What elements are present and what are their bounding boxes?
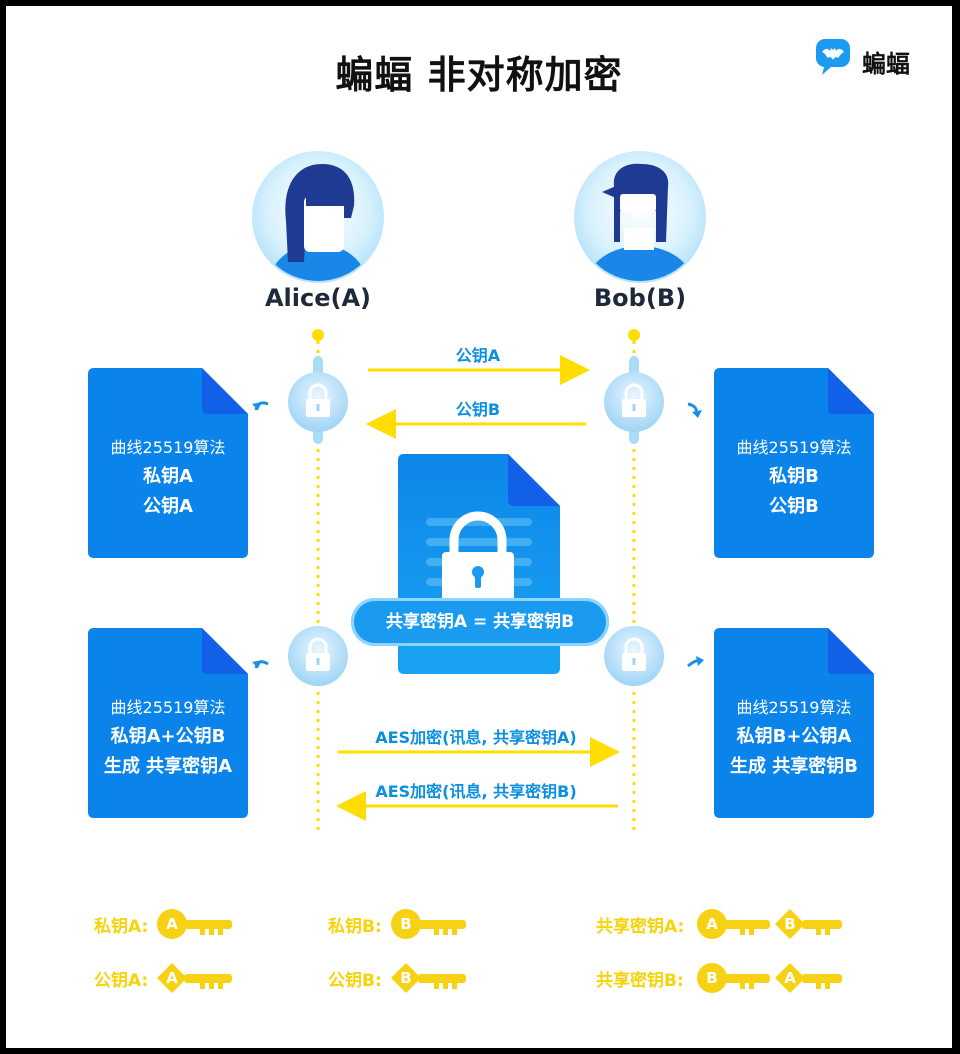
bob-lock-bottom-icon: [604, 626, 664, 686]
key-letter: B: [784, 915, 795, 933]
doc-alice-top-text: 曲线25519算法 私钥A 公钥A: [88, 368, 248, 558]
legend-private-b-label: 私钥B:: [328, 917, 382, 937]
label-public-key-a: 公钥A: [455, 346, 501, 365]
doc-line: 私钥B+公钥A: [736, 726, 852, 747]
alice-name: Alice(A): [264, 284, 372, 312]
diagram-canvas: 蝙蝠 非对称加密 蝙蝠: [6, 6, 952, 1048]
key-icon-shared-a: [697, 909, 842, 939]
key-letter: A: [166, 915, 178, 933]
bob-name: Bob(B): [593, 284, 687, 312]
legend-public-a-label: 公钥A:: [94, 971, 149, 991]
label-aes-a: AES加密(讯息, 共享密钥A): [375, 728, 577, 747]
key-letter: B: [400, 915, 411, 933]
key-icon-shared-b: [697, 963, 842, 993]
key-icon-public-a: [157, 963, 232, 993]
brand-name: 蝙蝠: [862, 50, 910, 78]
doc-line: 私钥A: [143, 466, 193, 487]
doc-line: 公钥A: [143, 496, 193, 517]
alice-lock-top-icon: [288, 372, 348, 432]
legend-private-a-label: 私钥A:: [94, 917, 149, 937]
brand-logo: 蝙蝠: [814, 36, 934, 80]
bat-chat-icon: [816, 39, 850, 75]
doc-alice-bottom-text: 曲线25519算法 私钥A+公钥B 生成 共享密钥A: [88, 628, 248, 818]
bob-lock-top-icon: [604, 372, 664, 432]
center-lock-icon: [442, 511, 514, 602]
doc-alice-top: [88, 368, 248, 558]
key-letter: B: [400, 969, 411, 987]
legend-public-b-label: 公钥B:: [328, 971, 382, 991]
alice-lock-bottom-icon: [288, 626, 348, 686]
doc-line: 私钥A+公钥B: [110, 726, 226, 747]
doc-line: 私钥B: [769, 466, 819, 487]
alice-avatar: [252, 151, 384, 283]
diagram-graphics: A A B B A B B A: [88, 151, 874, 993]
doc-line: 生成 共享密钥A: [103, 756, 233, 777]
key-icon-private-a: [157, 909, 232, 939]
key-letter: A: [166, 969, 178, 987]
page-title: 蝙蝠 非对称加密: [335, 53, 623, 97]
key-icon-private-b: [391, 909, 466, 939]
doc-bob-top-text: 曲线25519算法 私钥B 公钥B: [714, 368, 874, 558]
key-letter: A: [784, 969, 796, 987]
doc-algo: 曲线25519算法: [736, 438, 852, 457]
key-letter: B: [706, 969, 717, 987]
key-icon-public-b: [391, 963, 466, 993]
label-aes-b: AES加密(讯息, 共享密钥B): [375, 782, 577, 801]
doc-line: 公钥B: [769, 496, 819, 517]
doc-algo: 曲线25519算法: [110, 698, 226, 717]
doc-line: 生成 共享密钥B: [730, 756, 858, 777]
legend-shared-b-label: 共享密钥B:: [596, 971, 684, 991]
doc-bob-top: [714, 368, 874, 558]
label-public-key-b: 公钥B: [455, 400, 501, 419]
shared-key-equation: 共享密钥A = 共享密钥B: [351, 598, 609, 646]
doc-bob-bottom-text: 曲线25519算法 私钥B+公钥A 生成 共享密钥B: [714, 628, 874, 818]
doc-algo: 曲线25519算法: [736, 698, 852, 717]
key-letter: A: [706, 915, 718, 933]
doc-bob-bottom: [714, 628, 874, 818]
legend-shared-a-label: 共享密钥A:: [596, 917, 685, 937]
bob-avatar: [574, 151, 706, 283]
doc-algo: 曲线25519算法: [110, 438, 226, 457]
doc-alice-bottom: [88, 628, 248, 818]
